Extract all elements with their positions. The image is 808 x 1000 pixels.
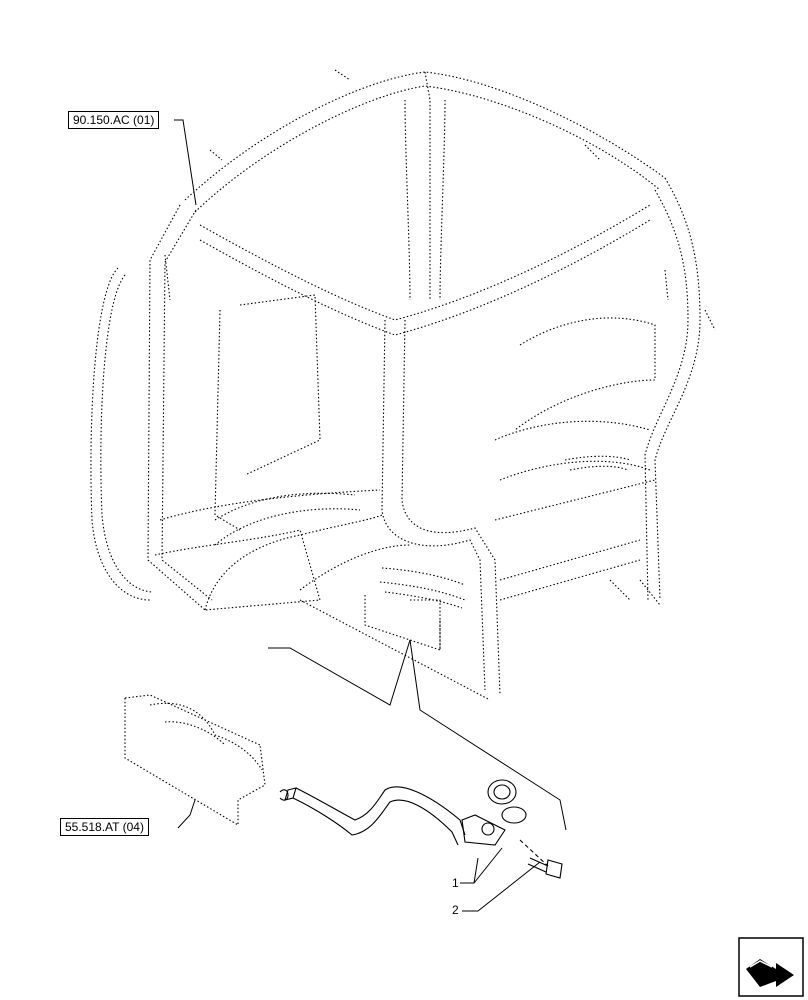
next-page-arrow-icon[interactable] <box>738 937 804 997</box>
hose-pipe <box>279 779 527 846</box>
callout-item-1: 1 <box>452 876 459 890</box>
callout-item-2: 2 <box>452 903 459 917</box>
cab-frame <box>90 69 716 701</box>
panel-reference-label[interactable]: 55.518.AT (04) <box>60 818 149 836</box>
mounting-bracket <box>124 694 266 826</box>
cab-frame-reference-label[interactable]: 90.150.AC (01) <box>68 111 160 129</box>
bolt <box>519 839 563 879</box>
leader-lines <box>174 119 567 912</box>
